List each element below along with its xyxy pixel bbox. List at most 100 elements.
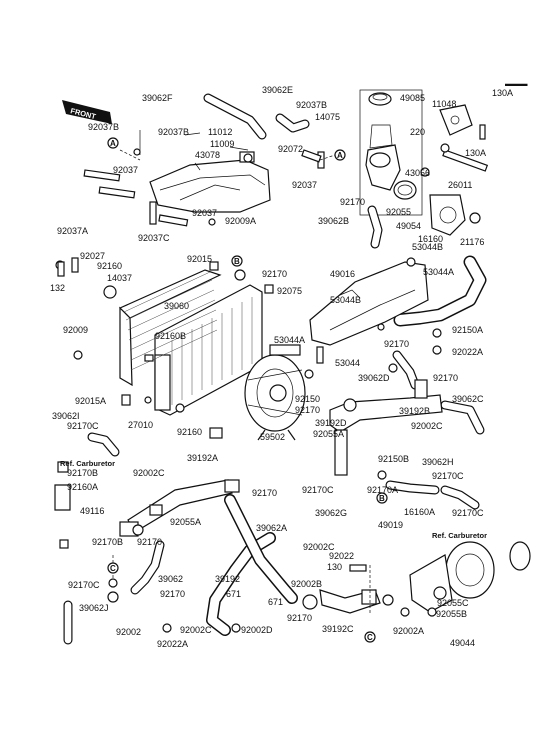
- part-label: 92075: [277, 286, 302, 296]
- part-label: 92015A: [75, 396, 106, 406]
- svg-text:C: C: [367, 633, 373, 642]
- marker-b-1: B: [231, 255, 243, 267]
- svg-text:A: A: [337, 151, 343, 160]
- part-label: 92150A: [452, 325, 483, 335]
- part-label: 26011: [448, 180, 472, 190]
- part-label: 53044A: [274, 335, 305, 345]
- part-label: 39062E: [262, 85, 293, 95]
- water-pump-49044: [409, 541, 531, 613]
- svg-text:C: C: [110, 564, 116, 573]
- part-label: 92002C: [133, 468, 165, 478]
- part-label: 92170: [287, 613, 312, 623]
- part-label: 11012: [208, 127, 232, 137]
- bracket-11048: [439, 104, 473, 136]
- part-label: 92170A: [367, 485, 398, 495]
- radiator-hardware: [55, 257, 442, 480]
- part-label: 16160A: [404, 507, 435, 517]
- part-label: 92170C: [68, 580, 100, 590]
- part-label: 92170C: [432, 471, 464, 481]
- part-label: 21176: [460, 237, 484, 247]
- part-label: 49044: [450, 638, 475, 648]
- part-label: 53044B: [330, 295, 361, 305]
- part-label: 39192C: [322, 624, 354, 634]
- part-label: 92037C: [138, 233, 170, 243]
- radiator-core: [118, 269, 263, 416]
- part-label: 130A: [492, 88, 513, 98]
- marker-a-1: A: [107, 137, 119, 149]
- part-label: 11048: [432, 99, 456, 109]
- thermostat-housing: [365, 124, 401, 191]
- part-label: 39062H: [422, 457, 454, 467]
- part-label: 92002D: [241, 625, 273, 635]
- part-label: 92170: [433, 373, 458, 383]
- part-label: 92150B: [378, 454, 409, 464]
- hose-39062c: [440, 400, 485, 435]
- part-label: 49016: [330, 269, 355, 279]
- hose-39062b: [367, 205, 383, 249]
- radiator-cap: [368, 92, 392, 106]
- pump-hose-right: [385, 480, 480, 510]
- part-label: 92002C: [180, 625, 212, 635]
- part-label: 92170: [252, 488, 277, 498]
- part-label: 92055: [386, 207, 411, 217]
- part-label: 92160: [177, 427, 202, 437]
- part-label: 14075: [315, 112, 340, 122]
- part-label: 92037B: [158, 127, 189, 137]
- part-label: 49085: [400, 93, 425, 103]
- part-label: 43078: [195, 150, 220, 160]
- svg-text:B: B: [234, 257, 240, 266]
- part-label: 92170C: [452, 508, 484, 518]
- part-label: 49019: [378, 520, 403, 530]
- part-label: 132: [50, 283, 65, 293]
- part-label: 39062G: [315, 508, 347, 518]
- part-label: 92027: [80, 251, 105, 261]
- part-label: 92055C: [437, 598, 469, 608]
- corner-mark: ▬▬▬: [505, 79, 528, 88]
- ref-carburetor-label-right: Ref. Carburetor: [432, 531, 487, 540]
- front-direction-tag: FRONT: [62, 100, 112, 124]
- part-label: 92015: [187, 254, 212, 264]
- hose-39062: [130, 540, 165, 595]
- part-label: 39192B: [399, 406, 430, 416]
- part-label: 220: [410, 127, 425, 137]
- part-label: 39192: [215, 574, 240, 584]
- part-label: 92002C: [411, 421, 443, 431]
- part-label: 27010: [128, 420, 153, 430]
- part-label: 92055A: [313, 429, 344, 439]
- marker-a-2: A: [334, 149, 346, 161]
- part-label: 92160: [97, 261, 122, 271]
- part-label: 671: [268, 597, 283, 607]
- part-label: 39062J: [79, 603, 109, 613]
- part-label: 92009A: [225, 216, 256, 226]
- part-label: 92170C: [67, 421, 99, 431]
- marker-c-2: C: [364, 631, 376, 643]
- part-label: 92022: [329, 551, 354, 561]
- part-label: 39062: [158, 574, 183, 584]
- cooling-fan: [244, 344, 306, 441]
- part-label: 92037A: [57, 226, 88, 236]
- part-label: 92037B: [296, 100, 327, 110]
- small-pipes: [83, 148, 325, 227]
- hose-39062d: [392, 350, 420, 390]
- svg-text:A: A: [110, 139, 116, 148]
- part-label: 39192D: [315, 418, 347, 428]
- radiator-shroud: [309, 261, 429, 346]
- part-label: 130A: [465, 148, 486, 158]
- ref-carburetor-label-left: Ref. Carburetor: [60, 459, 115, 468]
- part-label: 16160: [418, 234, 443, 244]
- upper-hose-49016: [393, 255, 487, 327]
- part-label: 39062B: [318, 216, 349, 226]
- part-label: 92002C: [303, 542, 335, 552]
- part-label: 92170: [262, 269, 287, 279]
- part-label: 43056: [405, 168, 430, 178]
- water-pipe-39192b: [329, 379, 443, 476]
- part-label: 49116: [80, 506, 104, 516]
- part-label: 92170: [295, 405, 320, 415]
- part-label: 92022A: [157, 639, 188, 649]
- part-label: 92160A: [67, 482, 98, 492]
- part-label: 59502: [260, 432, 285, 442]
- part-label: 39192A: [187, 453, 218, 463]
- part-label: 130: [327, 562, 342, 572]
- reservoir-tank: [149, 151, 271, 213]
